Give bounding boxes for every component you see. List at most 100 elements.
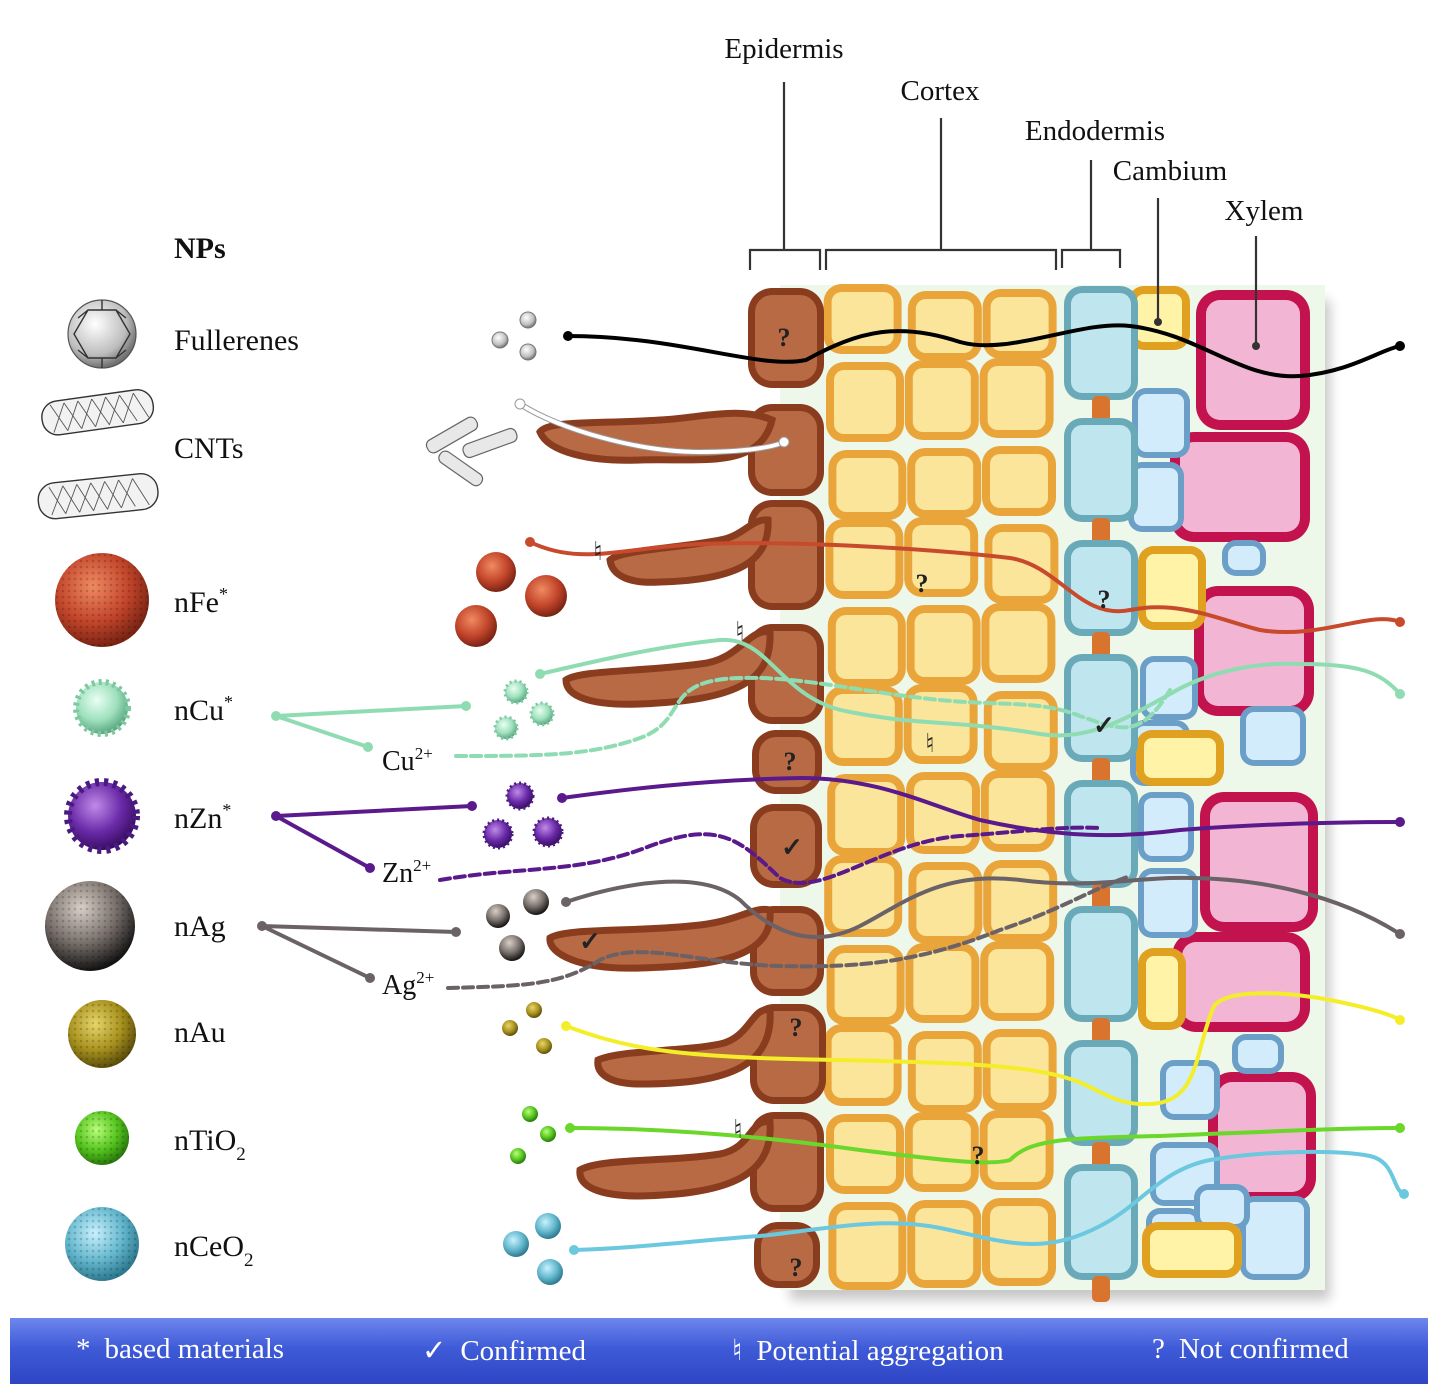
pathway-endpoint-3	[514, 398, 526, 410]
pathway-endpoint-13	[561, 1021, 571, 1031]
cortex-cell-19	[914, 780, 972, 846]
epidermis-label: Epidermis	[724, 33, 843, 65]
xylem-vessel-6	[1218, 1082, 1306, 1192]
ntio2-cluster	[510, 1106, 556, 1164]
mark-aggregation-ncu: ♮	[735, 617, 744, 646]
root-hair-6	[576, 1118, 774, 1200]
nfe-icon	[55, 553, 149, 647]
epidermis-cell-7	[757, 913, 817, 989]
root-hair-5	[594, 1006, 774, 1088]
cnt-cluster	[425, 416, 518, 487]
ncu-path	[538, 637, 1402, 738]
nag-cluster	[486, 889, 549, 961]
xylem-vessel-2	[1180, 442, 1300, 532]
legend-aggregation-icon: ♮	[732, 1335, 743, 1367]
cortex-cell-13	[915, 299, 974, 353]
xylem-cells	[1170, 290, 1318, 1202]
endodermis-cell-8	[1071, 1171, 1131, 1273]
legend-question-icon: ?	[1152, 1333, 1165, 1365]
mark-confirmed-endodermis-ncu: ✓	[1093, 711, 1115, 740]
xylem-vessel-5	[1182, 942, 1300, 1022]
legend-aggregation: ♮Potential aggregation	[732, 1333, 1004, 1368]
nceo2-path	[572, 1149, 1406, 1252]
cortex-cell-35	[987, 1118, 1046, 1182]
legend-bar: *based materials ✓Confirmed ♮Potential a…	[10, 1318, 1428, 1384]
casparian-strip-8	[1092, 1276, 1110, 1302]
nau-cluster	[502, 1002, 552, 1054]
phloem-cell-3	[1228, 546, 1260, 570]
mark-aggregation-cortex-ncu: ♮	[925, 729, 934, 758]
nceo2-icon	[65, 1207, 139, 1281]
root-hair-4	[546, 905, 774, 972]
pathway-endpoint-1	[563, 331, 573, 341]
phloem-cell-9	[1238, 1040, 1278, 1068]
uptake-pathways	[438, 323, 1409, 1255]
fullerene-icon	[67, 299, 137, 369]
root-hair-2	[606, 516, 772, 586]
ncu-icon	[73, 679, 131, 737]
nps-title: NPs	[174, 232, 226, 265]
cortex-bracket	[824, 118, 1058, 270]
nceo2-cluster	[503, 1213, 563, 1285]
root-hair-3	[562, 628, 774, 708]
legend-not-confirmed: ?Not confirmed	[1152, 1333, 1349, 1366]
pathway-endpoint-15	[565, 1123, 575, 1133]
pathway-endpoint-11	[561, 897, 571, 907]
nau-path	[564, 991, 1402, 1107]
pathway-endpoint-2	[1395, 341, 1405, 351]
cortex-cell-26	[987, 366, 1046, 430]
cambium-cell-5	[1150, 1230, 1234, 1270]
cortex-cell-31	[988, 778, 1047, 844]
mark-confirmed-hair-nag: ✓	[579, 927, 601, 956]
pathway-endpoint-6	[1395, 617, 1405, 627]
xylem-pointer-dot	[1252, 342, 1260, 350]
cortex-cell-7	[835, 782, 898, 848]
cambium-cell-4	[1146, 956, 1178, 1022]
endodermis-bracket	[1060, 160, 1122, 268]
pathway-endpoint-10	[1395, 817, 1405, 827]
layer-brackets	[748, 82, 1258, 346]
fullerenes-label: Fullerenes	[174, 324, 299, 357]
casparian-strip-6	[1092, 1018, 1110, 1044]
legend-asterisk-symbol: *	[76, 1333, 91, 1365]
endodermis-cell-2	[1071, 425, 1131, 515]
cu-ion-path	[454, 675, 1172, 758]
cu-ion-label: Cu2+	[382, 744, 433, 777]
phloem-cell-7	[1144, 874, 1192, 932]
cnts-path	[518, 402, 786, 454]
casparian-strip-4	[1092, 758, 1110, 784]
cortex-cells	[823, 284, 1059, 1290]
cortex-cell-33	[988, 949, 1047, 1013]
cortex-cell-10	[831, 1032, 894, 1098]
casparian-strip-1	[1092, 396, 1110, 422]
ntio2-icon	[75, 1111, 129, 1165]
cambium-label: Cambium	[1113, 155, 1228, 187]
particle-clusters	[425, 311, 567, 1285]
mark-not-confirmed-endodermis-nfe: ?	[1098, 585, 1111, 614]
nag-path	[564, 875, 1402, 940]
legend-check-icon: ✓	[422, 1335, 447, 1367]
cortex-cell-5	[835, 615, 898, 679]
cortex-cell-9	[834, 953, 897, 1017]
pathway-endpoint-9	[557, 793, 567, 803]
pathway-endpoint-14	[1395, 1015, 1405, 1025]
pathway-endpoint-12	[1395, 929, 1405, 939]
nzn-cluster	[482, 781, 564, 850]
phloem-cell-8	[1246, 712, 1300, 760]
status-marks: ? ♮ ? ? ♮ ♮ ✓ ? ✓ ✓ ? ♮ ? ?	[579, 323, 1115, 1282]
ncu-cluster	[493, 679, 555, 741]
pathway-endpoint-17	[569, 1245, 579, 1255]
cortex-cell-6	[832, 694, 895, 758]
phloem-cell-14	[1200, 1190, 1244, 1224]
mark-aggregation-ntio2: ♮	[733, 1115, 742, 1144]
nzn-icon	[64, 778, 140, 854]
cortex-label: Cortex	[901, 75, 980, 107]
endodermis-cell-1	[1071, 293, 1131, 393]
epidermis-bracket	[748, 82, 822, 270]
ion-connectors	[260, 704, 474, 980]
xylem-vessel-1	[1206, 300, 1300, 420]
nau-label: nAu	[174, 1016, 226, 1049]
casparian-strip-7	[1092, 1142, 1110, 1168]
mark-not-confirmed-cortex-ntio2: ?	[972, 1141, 985, 1170]
